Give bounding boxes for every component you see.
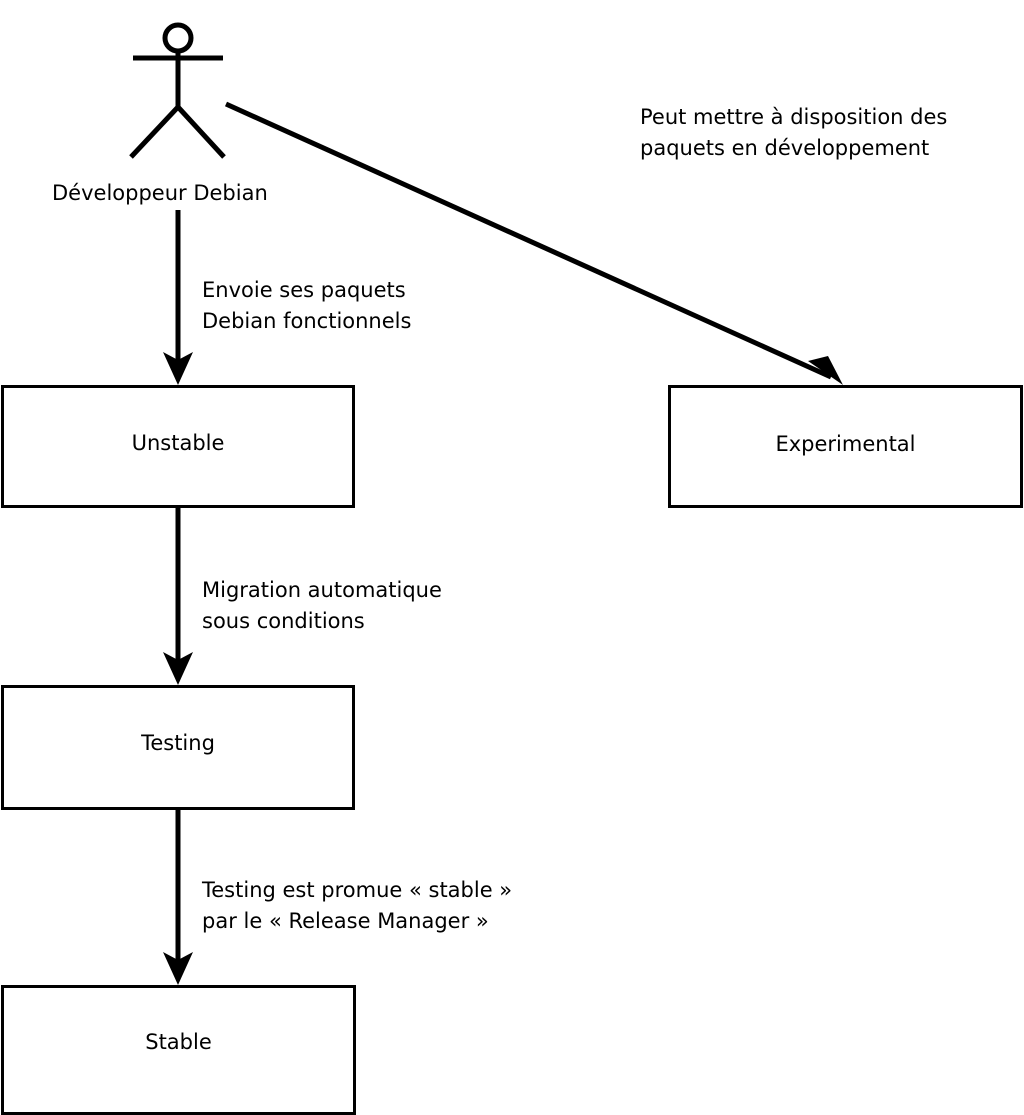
node-unstable[interactable]: Unstable — [1, 385, 355, 508]
node-unstable-label: Unstable — [131, 431, 225, 455]
edge-label-actor-to-unstable: Envoie ses paquets Debian fonctionnels — [202, 278, 412, 333]
actor-left-leg-icon — [129, 105, 180, 159]
edge-label-testing-to-stable: Testing est promue « stable » par le « R… — [202, 878, 513, 933]
node-stable-label: Stable — [145, 1029, 212, 1054]
node-testing[interactable]: Testing — [1, 685, 355, 810]
edge-label-actor-to-experimental: Peut mettre à disposition des paquets en… — [640, 105, 948, 160]
actor-head-icon — [162, 22, 194, 54]
actor-label: Développeur Debian — [52, 181, 268, 205]
connector-unstable-to-testing — [163, 508, 193, 685]
arrowhead-icon — [163, 352, 193, 385]
connector-actor-to-experimental — [224, 101, 843, 385]
node-experimental-label: Experimental — [775, 432, 916, 456]
node-testing-label: Testing — [141, 731, 215, 755]
node-stable[interactable]: Stable — [1, 985, 356, 1115]
arrowhead-icon — [163, 952, 193, 985]
arrowhead-icon — [163, 652, 193, 685]
connector-testing-to-stable — [163, 810, 193, 985]
connector-actor-to-unstable — [163, 210, 193, 385]
arrowhead-icon — [808, 356, 843, 385]
connector-line — [224, 101, 833, 380]
node-experimental[interactable]: Experimental — [668, 385, 1023, 508]
stick-figure-actor-icon — [129, 22, 226, 159]
actor-right-leg-icon — [176, 105, 226, 159]
edge-label-unstable-to-testing: Migration automatique sous conditions — [202, 578, 442, 633]
